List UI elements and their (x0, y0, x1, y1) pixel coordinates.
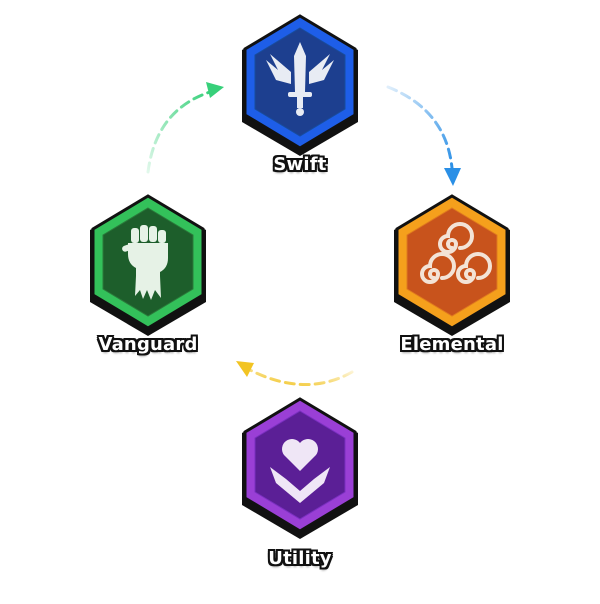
swift-label: Swift (273, 154, 327, 175)
elemental-label: Elemental (400, 334, 504, 355)
raised-fist-icon (122, 225, 168, 300)
vanguard-label: Vanguard (98, 334, 198, 355)
utility-label: Utility (268, 548, 332, 569)
heart-chevron-icon (270, 439, 330, 503)
utility-badge (242, 397, 358, 539)
sword-wings-icon (266, 42, 334, 116)
arrow-swift-to-elemental (386, 85, 461, 186)
elemental-badge (394, 194, 510, 336)
arrow-elemental-to-utility (236, 361, 354, 386)
triple-spiral-icon (420, 222, 492, 284)
vanguard-badge (90, 194, 206, 336)
swift-badge (242, 14, 358, 156)
arrow-vanguard-to-swift (146, 82, 224, 174)
